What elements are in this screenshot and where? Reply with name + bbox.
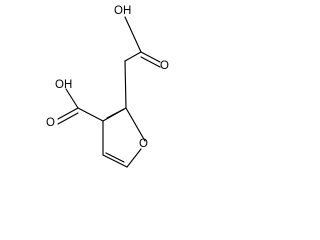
chemical-structure: OH O OH O O [46, 5, 169, 168]
acetic-carbonyl-oxygen-label: O [160, 60, 169, 72]
acetic-hydroxyl-label: OH [114, 5, 131, 17]
bond-c2-ch2 [124, 60, 127, 109]
bond-c2-c3-inner-double [106, 108, 125, 119]
bond-carboxyl-oxygen-right [57, 112, 79, 125]
bond-carbonyl-oxygen-upper [140, 51, 161, 63]
atom-labels: OH O OH O O [46, 5, 169, 150]
bond-c3-carboxyl [77, 107, 104, 122]
bond-carboxyl-oxygen-left [57, 107, 79, 120]
ring-oxygen-label: O [139, 138, 148, 150]
bond-carboxyl-hydroxyl [65, 88, 79, 109]
bond-o1-c5 [126, 148, 142, 168]
bond-carbonyl-oxygen-lower [140, 56, 161, 68]
bond-c5-c4-inner-double [105, 152, 125, 163]
bond-lines [57, 16, 161, 168]
carboxyl-carbonyl-oxygen-label: O [46, 117, 55, 129]
bond-c5-c4 [102, 154, 128, 168]
bond-ch2-carbonyl [124, 51, 142, 62]
bond-carbonyl-hydroxyl [124, 16, 142, 53]
carboxyl-hydroxyl-label: OH [55, 79, 72, 91]
bond-c2-o1 [125, 107, 146, 142]
